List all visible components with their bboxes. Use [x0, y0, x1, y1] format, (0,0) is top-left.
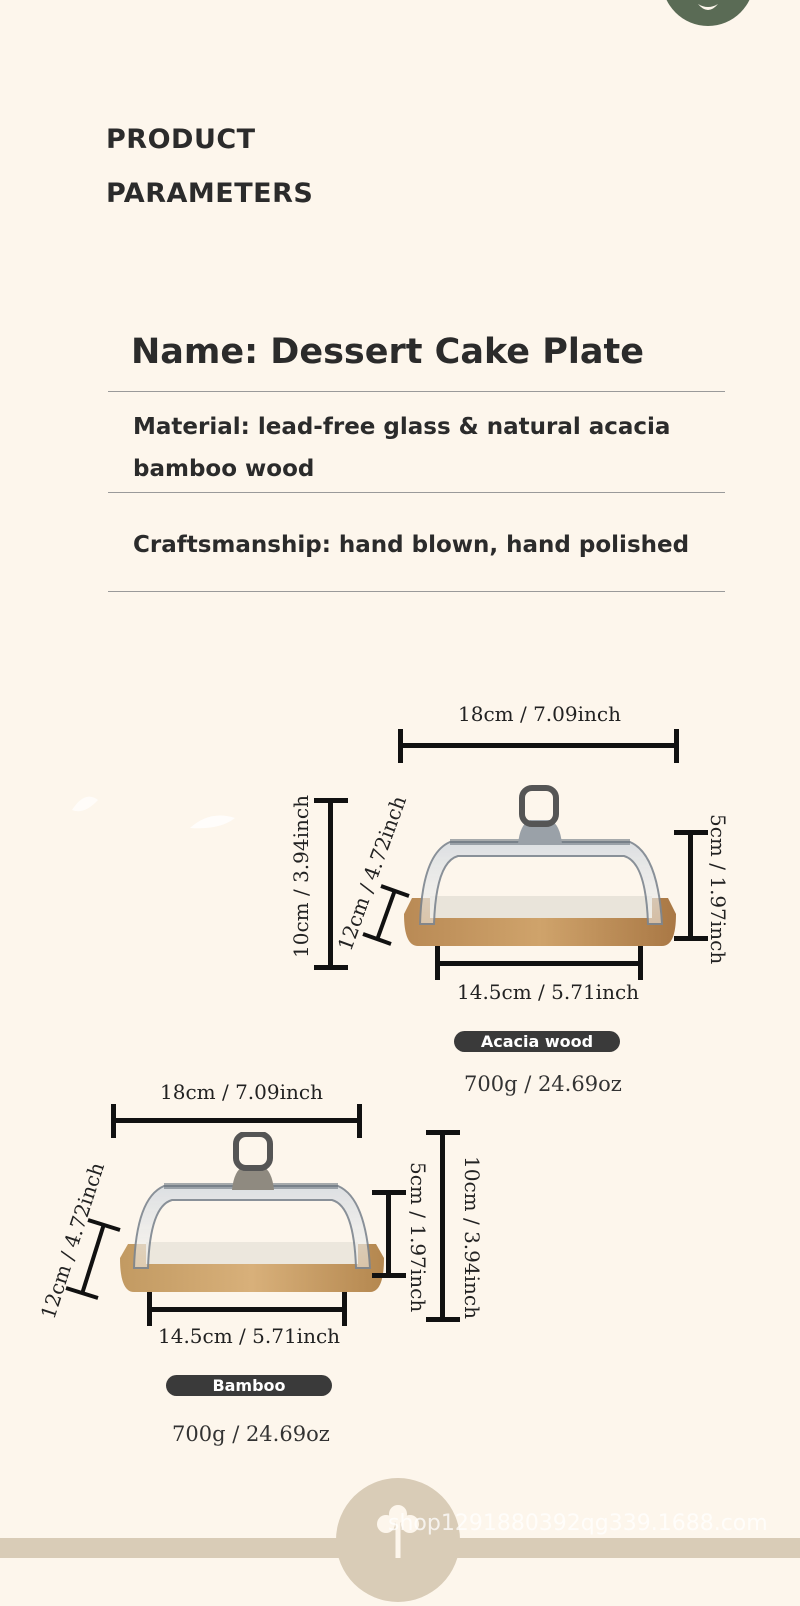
bar-cap	[674, 936, 708, 941]
brand-logo	[662, 0, 754, 26]
bamboo-depth-bar	[65, 1218, 121, 1300]
acacia-product-diagram: 18cm / 7.09inch 10cm / 3.94inch 12cm / 4…	[289, 702, 730, 1096]
bar-cap	[435, 946, 440, 980]
acacia-dome-height-bar	[688, 832, 693, 939]
bamboo-height-label: 10cm / 3.94inch	[460, 1156, 484, 1319]
product-name: Name: Dessert Cake Plate	[131, 332, 644, 372]
bar-cap	[314, 965, 348, 970]
bar-cap	[638, 946, 643, 980]
decorative-brush	[72, 796, 235, 829]
bar-cap	[342, 1292, 347, 1326]
acacia-base-label: 14.5cm / 5.71inch	[457, 980, 640, 1004]
bamboo-dish-illustration	[120, 1132, 384, 1292]
divider	[108, 492, 725, 493]
bar-cap	[426, 1130, 460, 1135]
bamboo-product-diagram: 18cm / 7.09inch 12cm / 4.72inch 5cm / 1.…	[36, 1080, 484, 1446]
bamboo-dome-height-label: 5cm / 1.97inch	[406, 1162, 430, 1313]
heading-line-1: PRODUCT	[106, 124, 256, 155]
bar-cap	[426, 1317, 460, 1322]
acacia-wood-badge: Acacia wood	[454, 1031, 620, 1052]
bar-cap	[357, 1104, 362, 1138]
bar-cap	[674, 729, 679, 763]
watermark-text: shop1291880392qg339.1688.com	[388, 1511, 768, 1536]
craftsmanship-param: Craftsmanship: hand blown, hand polished	[133, 532, 690, 558]
bar-cap	[147, 1292, 152, 1326]
divider	[108, 391, 725, 392]
bar-cap	[314, 798, 348, 803]
section-heading: PRODUCT PARAMETERS	[106, 113, 313, 221]
acacia-weight: 700g / 24.69oz	[464, 1072, 622, 1096]
divider	[108, 591, 725, 592]
bamboo-weight: 700g / 24.69oz	[172, 1422, 330, 1446]
bar-cap	[111, 1104, 116, 1138]
material-param: Material: lead-free glass & natural acac…	[133, 406, 670, 490]
acacia-dish-illustration	[404, 785, 676, 946]
material-line-2: bamboo wood	[133, 456, 315, 482]
bamboo-base-label: 14.5cm / 5.71inch	[158, 1324, 341, 1348]
material-line-1: Material: lead-free glass & natural acac…	[133, 414, 671, 440]
bar-cap	[372, 1190, 406, 1195]
bamboo-height-bar	[440, 1132, 445, 1320]
acacia-width-bar	[400, 743, 678, 748]
bamboo-dome-height-bar	[386, 1192, 391, 1276]
acacia-height-bar	[328, 800, 333, 968]
bar-cap	[372, 1273, 406, 1278]
acacia-width-label: 18cm / 7.09inch	[458, 702, 621, 726]
bamboo-width-bar	[112, 1118, 360, 1123]
bamboo-width-label: 18cm / 7.09inch	[160, 1080, 323, 1104]
bar-cap	[674, 830, 708, 835]
heading-line-2: PARAMETERS	[106, 178, 314, 209]
footer-logo	[336, 1478, 460, 1602]
bamboo-badge: Bamboo	[166, 1375, 332, 1396]
bar-cap	[398, 729, 403, 763]
acacia-base-bar	[437, 961, 641, 966]
tree-icon	[698, 4, 718, 10]
bamboo-base-bar	[149, 1307, 345, 1312]
tree-icon	[377, 1505, 419, 1558]
acacia-depth-bar	[362, 884, 410, 946]
